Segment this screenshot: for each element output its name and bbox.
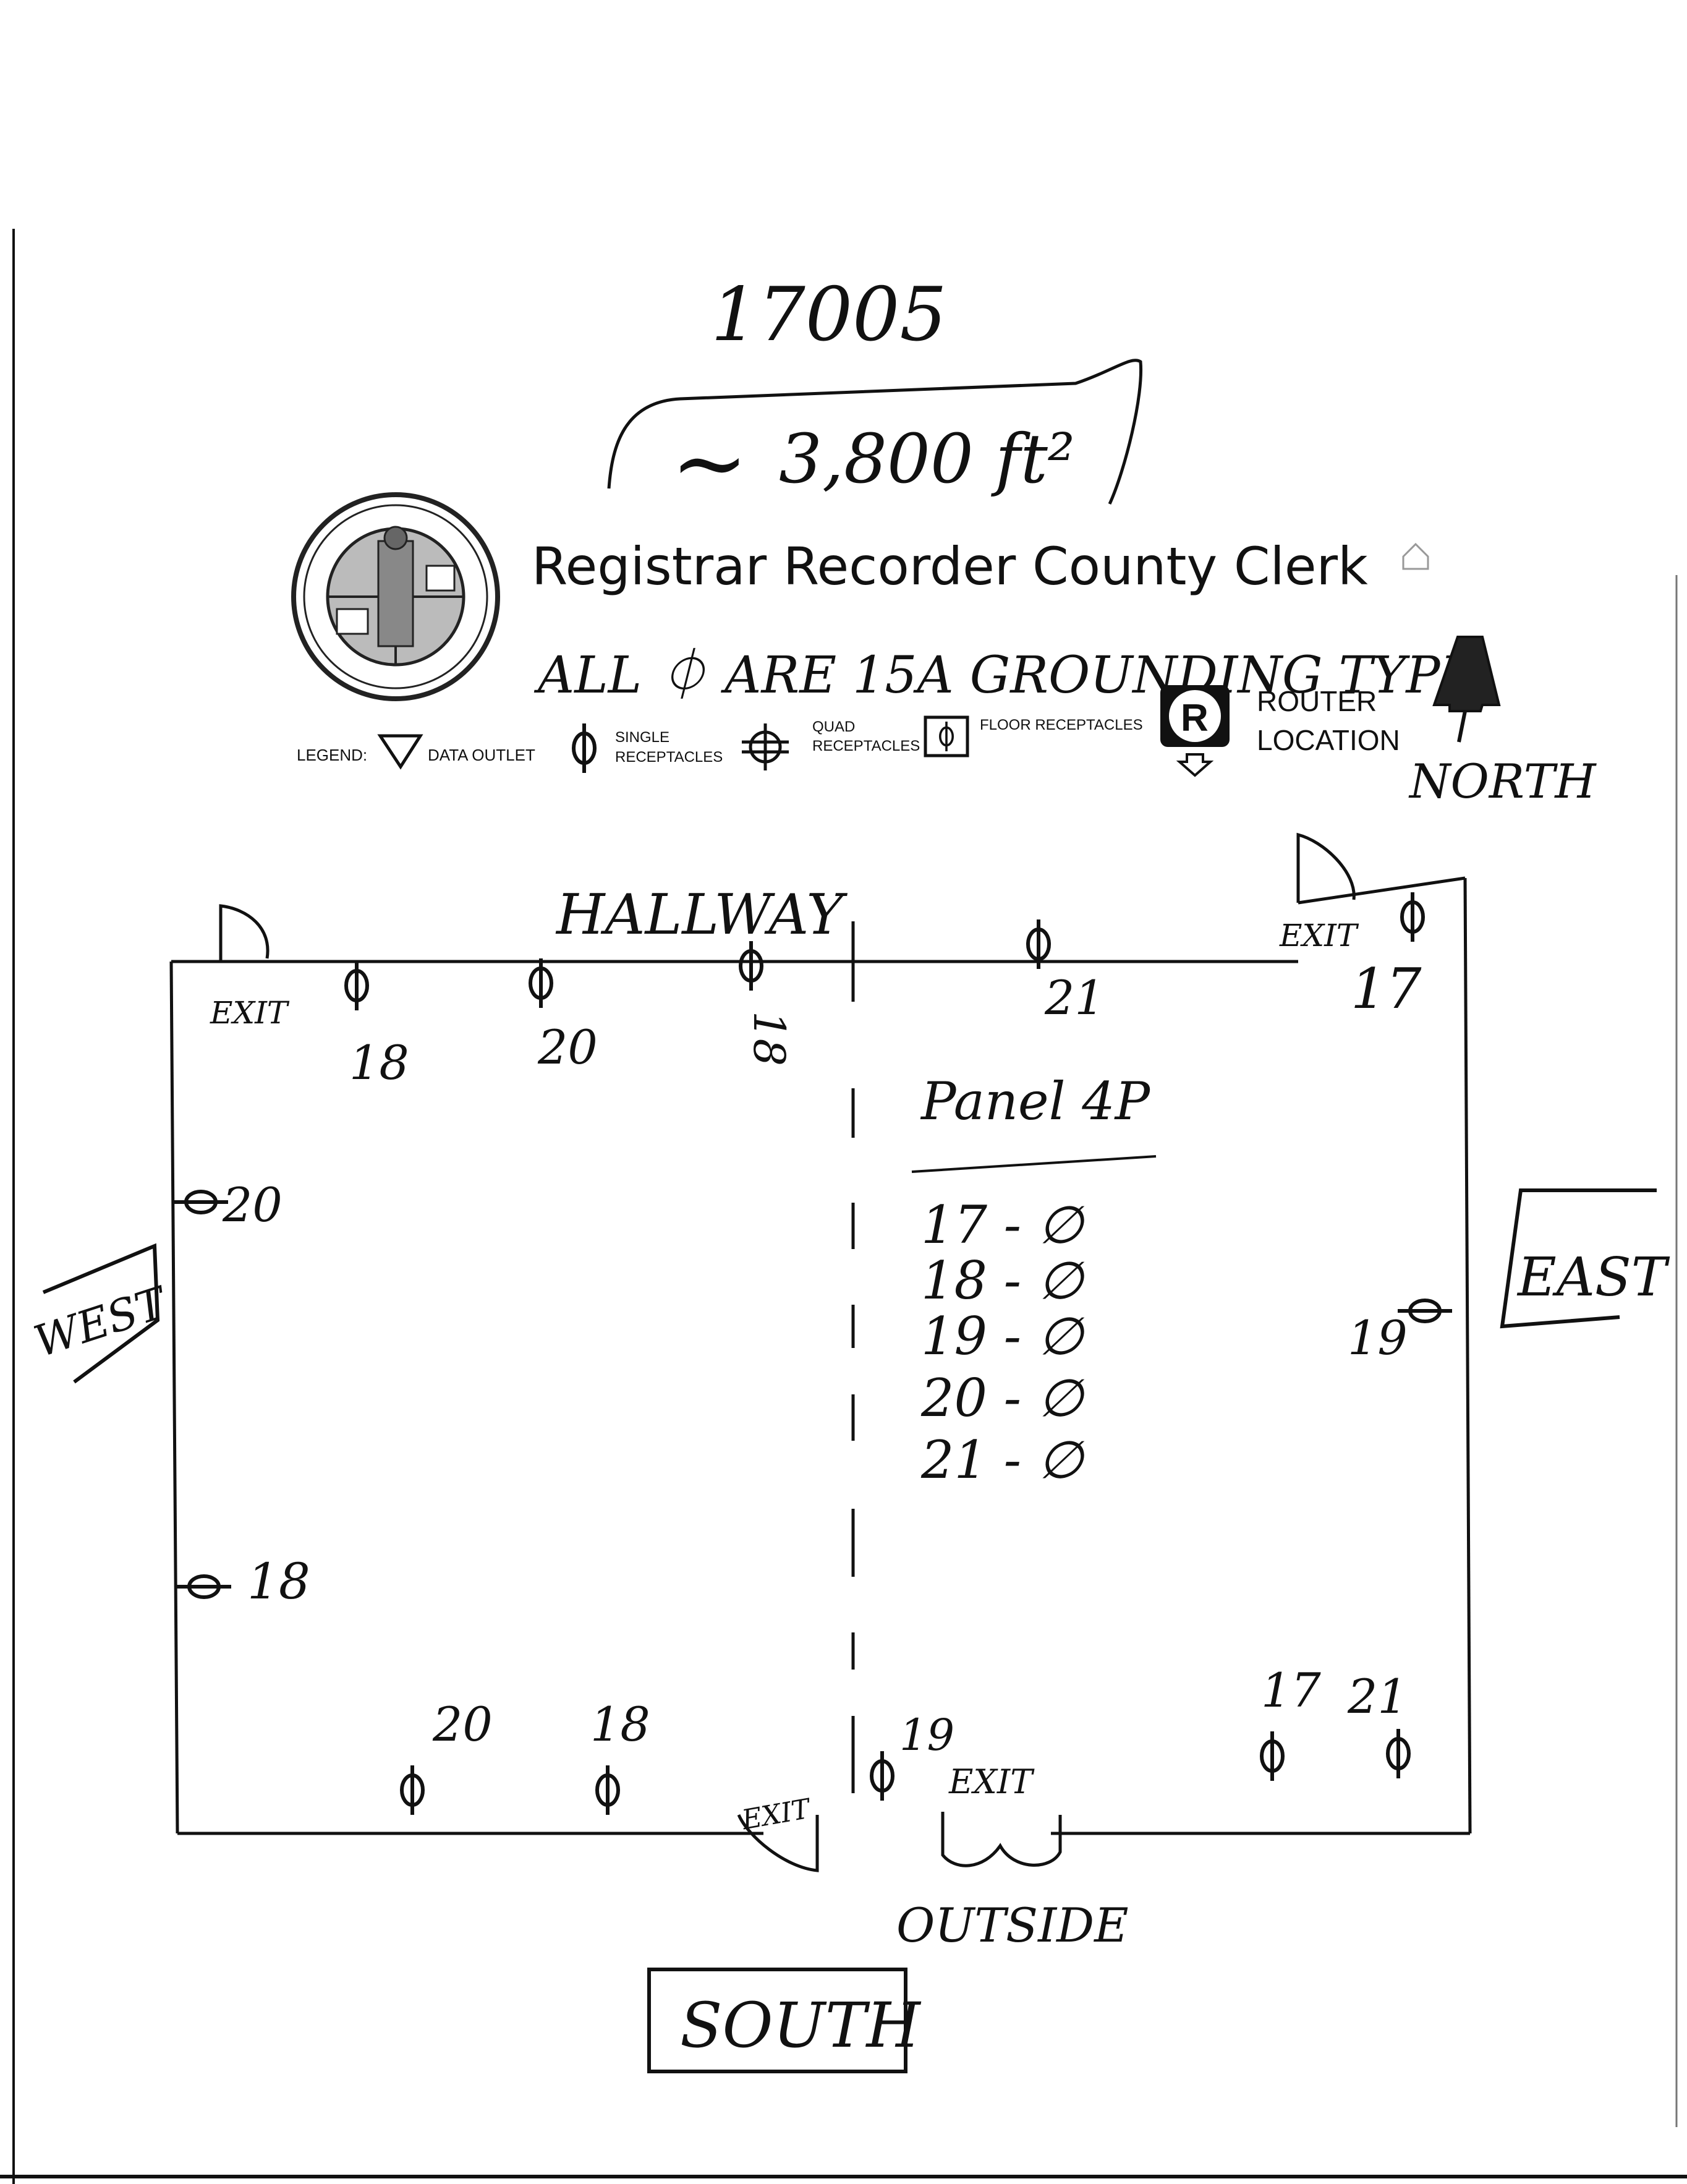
circuit-south-5: 21 [1347, 1669, 1408, 1724]
legend-data-outlet: DATA OUTLET [428, 746, 535, 764]
panel-row-2: 18 - ∅ [921, 1250, 1086, 1311]
legend-router-line1: ROUTER [1257, 685, 1377, 717]
panel-row-4: 20 - ∅ [920, 1368, 1086, 1428]
legend-quad-line2: RECEPTACLES [812, 738, 920, 754]
circuit-north-1: 18 [349, 1035, 409, 1090]
receptacle-north-2 [530, 958, 551, 1008]
approx-icon: ~ [671, 409, 749, 517]
receptacle-north-1 [346, 961, 367, 1010]
exit-label-northeast: EXIT [1279, 918, 1359, 953]
agency-title: Registrar Recorder County Clerk [532, 536, 1368, 597]
west-label-box [42, 1243, 160, 1384]
data-outlet-icon [377, 734, 423, 770]
legend-router-line2: LOCATION [1257, 724, 1400, 756]
panel-row-1: 17 - ∅ [921, 1195, 1086, 1255]
door-south-left [737, 1814, 819, 1872]
circuit-north-3: 18 [744, 1011, 794, 1066]
legend-quad-line1: QUAD [812, 719, 855, 735]
legend-single-line1: SINGLE [615, 729, 669, 746]
circuit-south-1: 20 [432, 1697, 493, 1752]
circuit-west-1: 20 [222, 1177, 283, 1232]
panel-schedule: Panel 4P 17 - ∅ 18 - ∅ 19 - ∅ 20 - ∅ 21 … [911, 1071, 1157, 1490]
receptacle-south-4 [1262, 1731, 1283, 1781]
receptacle-west-2 [177, 1576, 231, 1597]
door-northwest [219, 904, 270, 962]
panel-title: Panel 4P [920, 1071, 1151, 1132]
circuit-north-2: 20 [537, 1020, 598, 1075]
circuit-south-3: 19 [899, 1710, 954, 1760]
circuit-west-2: 18 [247, 1553, 310, 1610]
outside-label: OUTSIDE [896, 1898, 1129, 1953]
receptacle-north-3 [741, 941, 762, 991]
door-south-double [941, 1812, 1062, 1867]
receptacle-west-1 [174, 1192, 228, 1213]
circuit-north-5: 17 [1351, 957, 1422, 1022]
panel-underline [911, 1155, 1157, 1173]
site-number: 17005 [711, 272, 947, 358]
panel-row-3: 19 - ∅ [921, 1306, 1086, 1367]
grounding-note: ALL ⏀ ARE 15A GROUNDING TYPE [533, 646, 1477, 705]
exit-label-south-right: EXIT [948, 1762, 1035, 1801]
floor-receptacle-legend-icon [924, 715, 969, 757]
north-arrow-icon [1432, 636, 1501, 743]
south-label-box [647, 1968, 907, 2073]
circuit-south-2: 18 [590, 1697, 650, 1752]
legend-label: LEGEND: [297, 746, 367, 764]
room-outline [169, 876, 1472, 1835]
county-seal-logo [291, 492, 500, 701]
router-symbol: R [1181, 697, 1209, 740]
receptacle-south-3 [872, 1751, 893, 1801]
receptacle-south-2 [597, 1765, 618, 1815]
hallway-label: HALLWAY [555, 882, 848, 947]
east-label-box [1500, 1188, 1657, 1329]
receptacle-south-1 [402, 1765, 423, 1815]
receptacle-south-5 [1388, 1729, 1409, 1778]
single-receptacle-legend-icon [574, 723, 595, 773]
north-label: NORTH [1408, 754, 1597, 809]
circuit-east-1: 19 [1348, 1310, 1408, 1365]
home-icon [1402, 542, 1429, 570]
exit-label-south-left: EXIT [739, 1793, 814, 1836]
legend: LEGEND: DATA OUTLET SINGLE RECEPTACLES Q… [297, 685, 1400, 777]
legend-floor: FLOOR RECEPTACLES [980, 717, 1143, 733]
area-callout-bracket [607, 359, 1143, 505]
quad-receptacle-legend-icon [742, 723, 789, 770]
legend-single-line2: RECEPTACLES [615, 749, 723, 766]
circuit-south-4: 17 [1261, 1663, 1321, 1718]
receptacle-north-5 [1402, 892, 1423, 942]
door-northeast [1296, 832, 1356, 903]
exit-label-northwest: EXIT [210, 995, 290, 1031]
area-value: 3,800 ft² [779, 419, 1075, 498]
router-icon: R [1160, 685, 1230, 777]
east-label: EAST [1516, 1247, 1670, 1308]
panel-row-5: 21 - ∅ [920, 1430, 1086, 1490]
circuit-north-4: 21 [1044, 970, 1105, 1025]
south-label: SOUTH [680, 1989, 921, 2062]
